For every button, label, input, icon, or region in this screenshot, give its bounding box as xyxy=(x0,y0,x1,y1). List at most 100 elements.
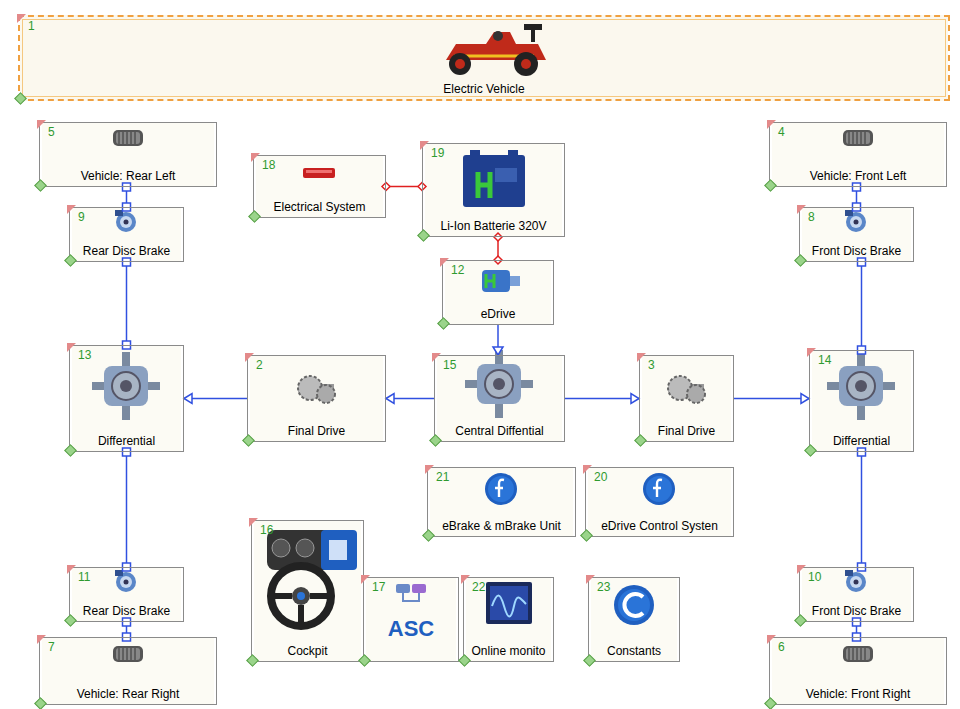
port-diamond xyxy=(422,529,435,542)
component-block: 18Electrical System xyxy=(253,155,386,218)
mechanical-link xyxy=(858,258,866,354)
callout-number: 22 xyxy=(464,578,485,594)
mechanical-link xyxy=(493,325,503,355)
component-block: 20 eDrive Control Systen xyxy=(585,467,734,537)
block-label: Li-Ion Batterie 320V xyxy=(423,219,564,236)
callout-number: 15 xyxy=(435,356,456,372)
port-diamond xyxy=(417,229,430,242)
block-label: Electric Vehicle xyxy=(20,82,948,99)
component-block: 19Li-Ion Batterie 320V xyxy=(422,143,565,237)
port-flag xyxy=(425,465,434,474)
block-label: Final Drive xyxy=(640,424,733,441)
block-label: Front Disc Brake xyxy=(800,604,913,621)
component-block: 15Central Diffential xyxy=(434,355,565,442)
block-label: Differential xyxy=(810,434,913,451)
system-frame: 1Electric Vehicle xyxy=(18,15,950,101)
callout-number: 14 xyxy=(810,351,831,367)
port-flag xyxy=(583,465,592,474)
port-diamond xyxy=(583,654,596,667)
port-diamond xyxy=(64,444,77,457)
port-flag xyxy=(249,518,258,527)
port-diamond xyxy=(14,92,27,105)
port-flag xyxy=(251,153,260,162)
port-diamond xyxy=(804,444,817,457)
port-diamond xyxy=(580,529,593,542)
block-label: Vehicle: Front Right xyxy=(770,687,946,704)
port-diamond xyxy=(764,697,777,709)
block-label: Cockpit xyxy=(252,644,363,661)
mechanical-link xyxy=(565,394,639,404)
port-flag xyxy=(461,575,470,584)
callout-number: 7 xyxy=(40,638,55,654)
callout-number: 13 xyxy=(70,346,91,362)
component-block: 11Rear Disc Brake xyxy=(69,567,184,622)
port-flag xyxy=(797,565,806,574)
callout-number: 20 xyxy=(586,468,607,484)
component-block: 23Constants xyxy=(588,577,680,662)
callout-number: 6 xyxy=(770,638,785,654)
component-block: 10Front Disc Brake xyxy=(799,567,914,622)
block-label: eDrive xyxy=(443,307,553,324)
port-diamond xyxy=(437,317,450,330)
component-block: 16Cockpit xyxy=(251,520,364,662)
electric-link xyxy=(382,183,426,191)
callout-number: 1 xyxy=(20,17,35,33)
port-diamond xyxy=(64,254,77,267)
component-block: 4Vehicle: Front Left xyxy=(769,122,947,187)
port-diamond xyxy=(34,179,47,192)
component-block: 17ASC xyxy=(363,577,459,662)
block-label: Rear Disc Brake xyxy=(70,604,183,621)
callout-number: 9 xyxy=(70,208,85,224)
port-diamond xyxy=(794,614,807,627)
block-label: Vehicle: Front Left xyxy=(770,169,946,186)
port-flag xyxy=(361,575,370,584)
port-flag xyxy=(420,141,429,150)
block-label: eDrive Control Systen xyxy=(586,519,733,536)
component-block: 6Vehicle: Front Right xyxy=(769,637,947,705)
mechanical-link xyxy=(123,258,131,349)
block-label: Vehicle: Rear Right xyxy=(40,687,216,704)
port-flag xyxy=(37,635,46,644)
port-flag xyxy=(440,258,449,267)
port-flag xyxy=(432,353,441,362)
port-diamond xyxy=(248,210,261,223)
port-flag xyxy=(67,565,76,574)
port-flag xyxy=(807,348,816,357)
callout-number: 21 xyxy=(428,468,449,484)
block-label: Final Drive xyxy=(248,424,385,441)
component-block: 3Final Drive xyxy=(639,355,734,442)
callout-number: 8 xyxy=(800,208,815,224)
port-flag xyxy=(767,120,776,129)
block-label: Front Disc Brake xyxy=(800,244,913,261)
callout-number: 23 xyxy=(589,578,610,594)
mechanical-link xyxy=(123,448,131,571)
port-flag xyxy=(67,343,76,352)
port-diamond xyxy=(429,434,442,447)
block-label: Electrical System xyxy=(254,200,385,217)
component-block: 14Differential xyxy=(809,350,914,452)
mechanical-link xyxy=(184,394,247,404)
callout-number: 10 xyxy=(800,568,821,584)
callout-number: 3 xyxy=(640,356,655,372)
callout-number: 12 xyxy=(443,261,464,277)
component-block: 22Online monito xyxy=(463,577,554,662)
callout-number: 4 xyxy=(770,123,785,139)
block-label: Central Diffential xyxy=(435,424,564,441)
port-flag xyxy=(797,205,806,214)
callout-number: 16 xyxy=(252,521,273,537)
block-label: ASC xyxy=(364,617,458,661)
mechanical-link xyxy=(386,394,434,404)
mechanical-link xyxy=(858,448,866,571)
component-block: 9Rear Disc Brake xyxy=(69,207,184,262)
component-block: 12 eDrive xyxy=(442,260,554,325)
port-flag xyxy=(245,353,254,362)
callout-number: 17 xyxy=(364,578,385,594)
block-label: Rear Disc Brake xyxy=(70,244,183,261)
component-block: 8Front Disc Brake xyxy=(799,207,914,262)
component-block: 7Vehicle: Rear Right xyxy=(39,637,217,705)
port-flag xyxy=(17,14,26,23)
port-flag xyxy=(67,205,76,214)
block-label: Differential xyxy=(70,434,183,451)
block-label: eBrake & mBrake Unit xyxy=(428,519,575,536)
component-block: 21 eBrake & mBrake Unit xyxy=(427,467,576,537)
